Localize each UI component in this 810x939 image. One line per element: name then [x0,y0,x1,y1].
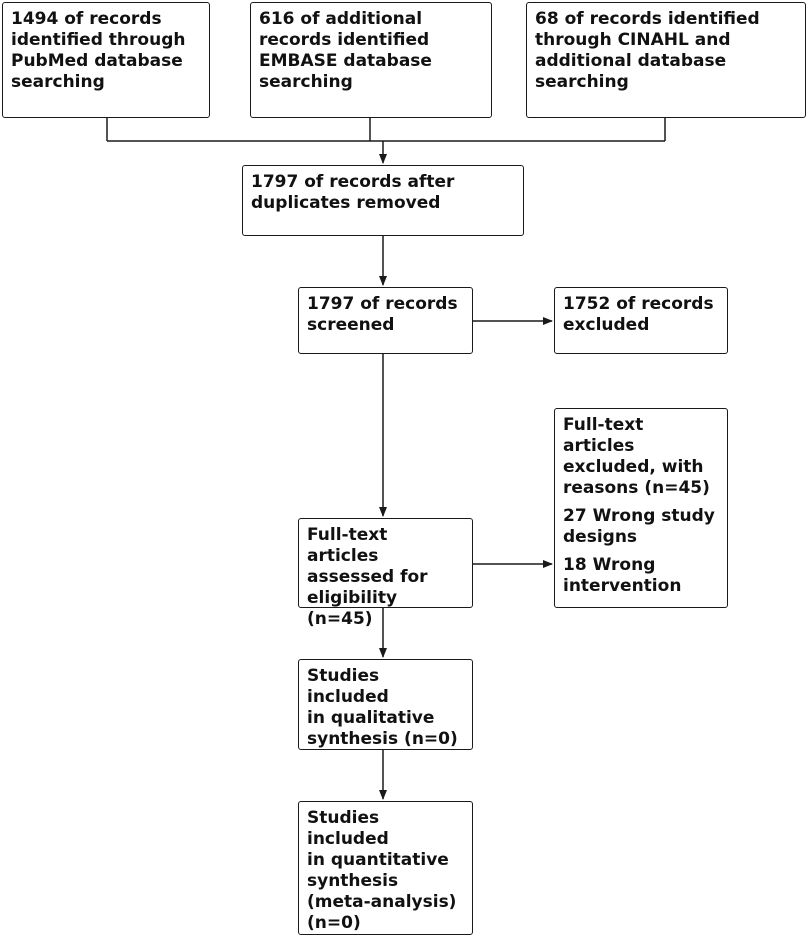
reason-wrong-intervention: 18 Wrong intervention [563,555,682,596]
cinahl-records-text: 68 of records identified through CINAHL … [535,9,760,92]
after-duplicates-text: 1797 of records after duplicates removed [251,172,455,213]
pubmed-records-box: 1494 of records identified through PubMe… [2,2,210,118]
quantitative-synthesis-box: Studies included in quantitative synthes… [298,801,473,935]
records-excluded-box: 1752 of records excluded [554,287,728,354]
qualitative-synthesis-text: Studies included in qualitative synthesi… [307,666,458,749]
embase-records-text: 616 of additional records identified EMB… [259,9,432,92]
after-duplicates-box: 1797 of records after duplicates removed [242,165,524,236]
records-excluded-text: 1752 of records excluded [563,294,714,335]
quantitative-synthesis-text: Studies included in quantitative synthes… [307,808,457,933]
qualitative-synthesis-box: Studies included in qualitative synthesi… [298,659,473,750]
cinahl-records-box: 68 of records identified through CINAHL … [526,2,806,118]
pubmed-records-text: 1494 of records identified through PubMe… [11,9,186,92]
fulltext-excluded-box: Full-text articles excluded, with reason… [554,408,728,608]
reason-wrong-study-designs: 27 Wrong study designs [563,506,715,547]
fulltext-excluded-heading: Full-text articles excluded, with reason… [563,415,710,498]
embase-records-box: 616 of additional records identified EMB… [250,2,492,118]
screened-text: 1797 of records screened [307,294,458,335]
fulltext-assessed-text: Full-text articles assessed for eligibil… [307,525,428,629]
fulltext-assessed-box: Full-text articles assessed for eligibil… [298,518,473,629]
screened-box: 1797 of records screened [298,287,473,354]
